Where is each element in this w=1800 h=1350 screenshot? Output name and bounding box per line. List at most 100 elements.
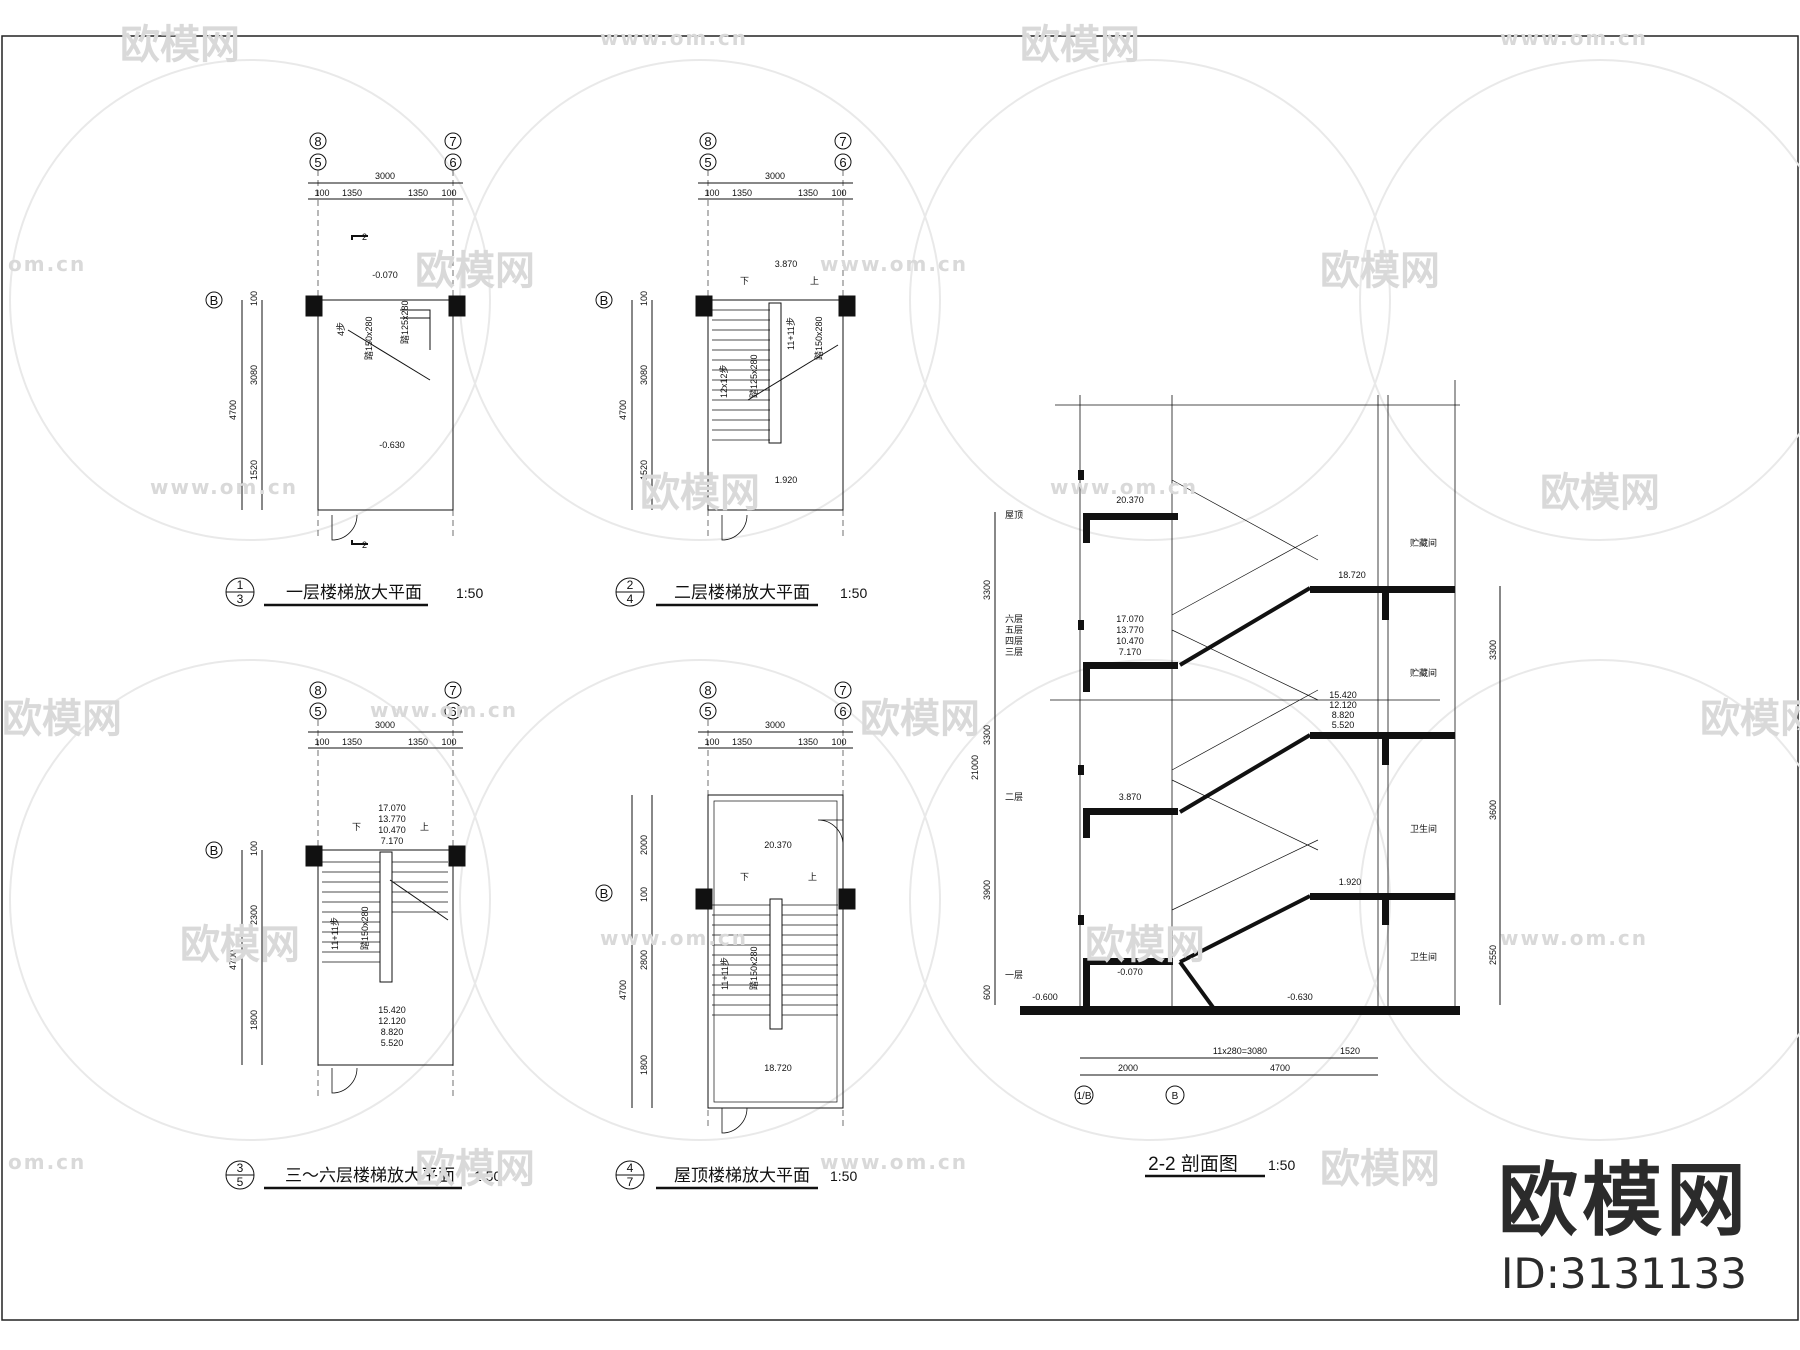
plan-4-caption: 屋顶楼梯放大平面 <box>674 1166 810 1185</box>
p3-axis-6: 6 <box>449 704 456 719</box>
p4-v-0: 2000 <box>639 835 649 855</box>
plan-4-scale: 1:50 <box>830 1168 857 1184</box>
watermark-logo: 欧模网 <box>860 696 980 742</box>
sec-bottom-dim-3: 4700 <box>1270 1063 1290 1073</box>
sec-tag-1: 六层 <box>1005 613 1023 624</box>
p1-level-top: -0.070 <box>372 270 398 280</box>
p4-seg-d: 100 <box>831 737 846 747</box>
p3-up: 上 <box>420 822 429 832</box>
p3-idx-top: 3 <box>237 1161 244 1175</box>
p3-top-0: 17.070 <box>378 803 406 813</box>
sheet-border <box>1 35 1799 1321</box>
watermark-url: www.om.cn <box>600 26 749 50</box>
plan-3: 8 5 7 6 B 3000 100 1350 1350 100 <box>205 681 501 1190</box>
p2-stair-a: 12x12步 <box>719 364 729 398</box>
stair-rails <box>1171 479 1319 911</box>
p2-stair-d: 踏150x280 <box>813 316 824 360</box>
p3-axis-8: 8 <box>314 683 321 698</box>
p2-seg-b: 1350 <box>732 188 752 198</box>
sec-level-12: -0.070 <box>1117 967 1143 977</box>
plan-3-caption: 三～六层楼梯放大平面 <box>285 1166 455 1185</box>
p1-seg-a: 100 <box>314 188 329 198</box>
sec-room-1: 贮藏间 <box>1410 667 1437 678</box>
watermark-url: www.om.cn <box>150 475 299 499</box>
p2-v-2: 1520 <box>639 460 649 480</box>
p4-idx-top: 4 <box>627 1161 634 1175</box>
watermark-url: www.om.cn <box>820 252 969 276</box>
plan-1-caption: 一层楼梯放大平面 <box>286 583 422 602</box>
brand-block: 欧模网 ID:3131133 <box>1498 1154 1750 1299</box>
watermark-logo: 欧模网 <box>1085 922 1205 968</box>
watermark-url: www.om.cn <box>820 1150 969 1174</box>
p4-up: 上 <box>808 872 817 882</box>
sec-level-0: 20.370 <box>1116 495 1144 505</box>
brand-name: 欧模网 <box>1498 1154 1750 1247</box>
sec-right-dim-2: 2550 <box>1488 945 1498 965</box>
p2-total-height: 4700 <box>618 400 628 420</box>
p3-stair-b: 踏150x280 <box>359 906 370 950</box>
p2-down: 下 <box>740 276 749 286</box>
p4-stair-a: 11+11步 <box>720 957 730 990</box>
sec-level-4: 10.470 <box>1116 636 1144 646</box>
p4-v-3: 1800 <box>639 1055 649 1075</box>
sec-tag-4: 三层 <box>1005 647 1023 657</box>
watermark-logo: 欧模网 <box>415 1146 535 1192</box>
stair-flights <box>1178 586 1312 1012</box>
p4-stair-b: 踏150x280 <box>748 946 759 990</box>
sec-level-6: 15.420 <box>1329 690 1357 700</box>
sec-right-dim-1: 3600 <box>1488 800 1498 820</box>
watermark-logo: 欧模网 <box>1540 470 1660 516</box>
watermark-logo: 欧模网 <box>180 922 300 968</box>
p3-top-2: 10.470 <box>378 825 406 835</box>
watermark-logo: 欧模网 <box>2 696 122 742</box>
p4-axis-5: 5 <box>704 704 711 719</box>
p4-axis-7: 7 <box>839 683 846 698</box>
watermark-url: www.om.cn <box>1500 26 1649 50</box>
sec-room-3: 卫生间 <box>1410 951 1437 962</box>
sec-room-0: 贮藏间 <box>1410 537 1437 548</box>
sec-level-9: 5.520 <box>1332 720 1355 730</box>
watermark-url: www.om.cn <box>1050 475 1199 499</box>
p3-seg-b: 1350 <box>342 737 362 747</box>
sec-tag-6: 一层 <box>1005 970 1023 980</box>
sec-left-dim-3: 600 <box>982 985 992 1000</box>
watermark-logo: 欧模网 <box>640 470 760 516</box>
sec-room-2: 卫生间 <box>1410 823 1437 834</box>
p3-total-height: 4700 <box>228 950 238 970</box>
p3-seg-c: 1350 <box>408 737 428 747</box>
watermark-logo: 欧模网 <box>1320 1146 1440 1192</box>
p4-axis-B: B <box>600 886 609 901</box>
watermark-logo: 欧模网 <box>1020 22 1140 68</box>
p2-idx-bottom: 4 <box>627 592 634 606</box>
section-scale: 1:50 <box>1268 1157 1295 1173</box>
watermark-logo: 欧模网 <box>1700 696 1800 742</box>
sec-tag-5: 二层 <box>1005 792 1023 802</box>
sec-bottom-dim-1: 1520 <box>1340 1046 1360 1056</box>
p2-idx-top: 2 <box>627 578 634 592</box>
p2-up: 上 <box>810 276 819 286</box>
p3-v-1: 2300 <box>249 905 259 925</box>
p2-v-1: 3080 <box>639 365 649 385</box>
section-title: 2-2 剖面图 <box>1148 1153 1238 1175</box>
p1-v-2: 1520 <box>249 460 259 480</box>
p4-total-height: 4700 <box>618 980 628 1000</box>
p1-v-1: 3080 <box>249 365 259 385</box>
brand-id: ID:3131133 <box>1501 1249 1747 1298</box>
p1-axis-7: 7 <box>449 134 456 149</box>
p4-v-2: 2800 <box>639 950 649 970</box>
sec-level-11: 1.920 <box>1339 877 1362 887</box>
p3-seg-d: 100 <box>441 737 456 747</box>
watermark-arcs <box>9 59 1800 1141</box>
sec-bottom-dim-2: 2000 <box>1118 1063 1138 1073</box>
p3-bot-2: 8.820 <box>381 1027 404 1037</box>
p4-idx-bottom: 7 <box>627 1175 634 1189</box>
plan-3-scale: 1:50 <box>474 1168 501 1184</box>
watermark-edge: om.cn <box>8 252 87 276</box>
p4-level-bottom: 18.720 <box>764 1063 792 1073</box>
sec-bottom-dim-0: 11x280=3080 <box>1213 1046 1267 1056</box>
p3-bot-3: 5.520 <box>381 1038 404 1048</box>
sec-axis-a: 1/B <box>1076 1091 1091 1102</box>
sec-left-total: 21000 <box>970 755 980 780</box>
p1-idx-bottom: 3 <box>237 592 244 606</box>
